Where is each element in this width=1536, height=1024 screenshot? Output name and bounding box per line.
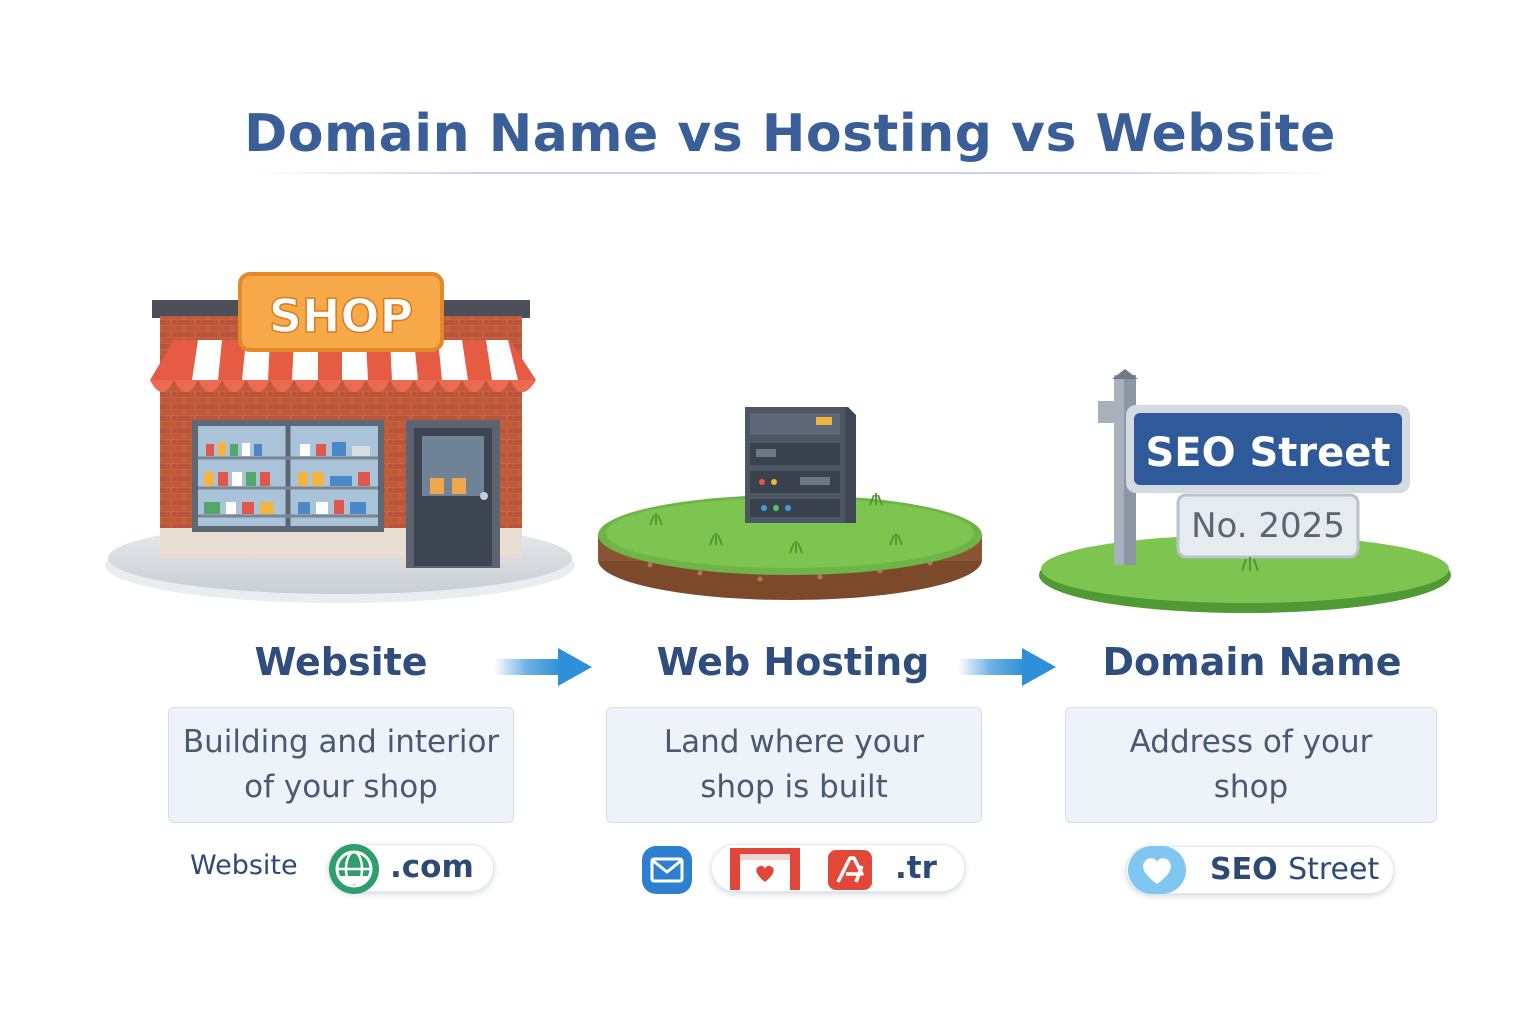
arrow-right-icon [958, 648, 1056, 686]
dot-com-text: .com [390, 849, 474, 885]
website-description-line2: of your shop [244, 769, 438, 805]
shop-sign-text: SHOP [269, 289, 413, 343]
web-hosting-description-line2: shop is built [700, 769, 888, 805]
web-hosting-description: Land where your shop is built [606, 707, 982, 823]
mail-icon [642, 846, 692, 894]
seo-street-text: SEO Street [1210, 852, 1379, 887]
website-description-line1: Building and interior [182, 724, 500, 760]
arrow-right-icon [494, 648, 592, 686]
server-icon [745, 407, 856, 523]
title-divider [250, 172, 1340, 174]
awning [150, 340, 536, 392]
shop-illustration: SHOP [105, 272, 575, 603]
page-title: Domain Name vs Hosting vs Website [244, 104, 1336, 164]
domain-name-description-line1: Address of your [1129, 724, 1373, 760]
dot-tr-text: .tr [895, 850, 937, 886]
domain-name-description: Address of your shop [1065, 707, 1437, 823]
domain-name-heading: Domain Name [1102, 640, 1402, 684]
calendar-heart-icon [730, 848, 800, 890]
website-badge-label: Website [190, 850, 298, 881]
acrobat-icon [828, 850, 872, 890]
seo-text: SEO [1210, 852, 1278, 887]
domain-name-description-line2: shop [1213, 769, 1289, 805]
web-hosting-description-line1: Land where your [663, 724, 925, 760]
heart-icon [1128, 846, 1186, 894]
website-heading: Website [254, 640, 428, 684]
globe-cart-icon [329, 844, 379, 894]
website-description: Building and interior of your shop [168, 707, 514, 823]
street-text: Street [1288, 852, 1380, 887]
hosting-illustration [598, 407, 982, 600]
web-hosting-heading: Web Hosting [656, 640, 930, 684]
house-number-plate: No. 2025 [1191, 506, 1345, 546]
street-sign-text: SEO Street [1145, 430, 1390, 476]
street-sign-illustration: SEO Street No. 2025 [1039, 369, 1451, 613]
